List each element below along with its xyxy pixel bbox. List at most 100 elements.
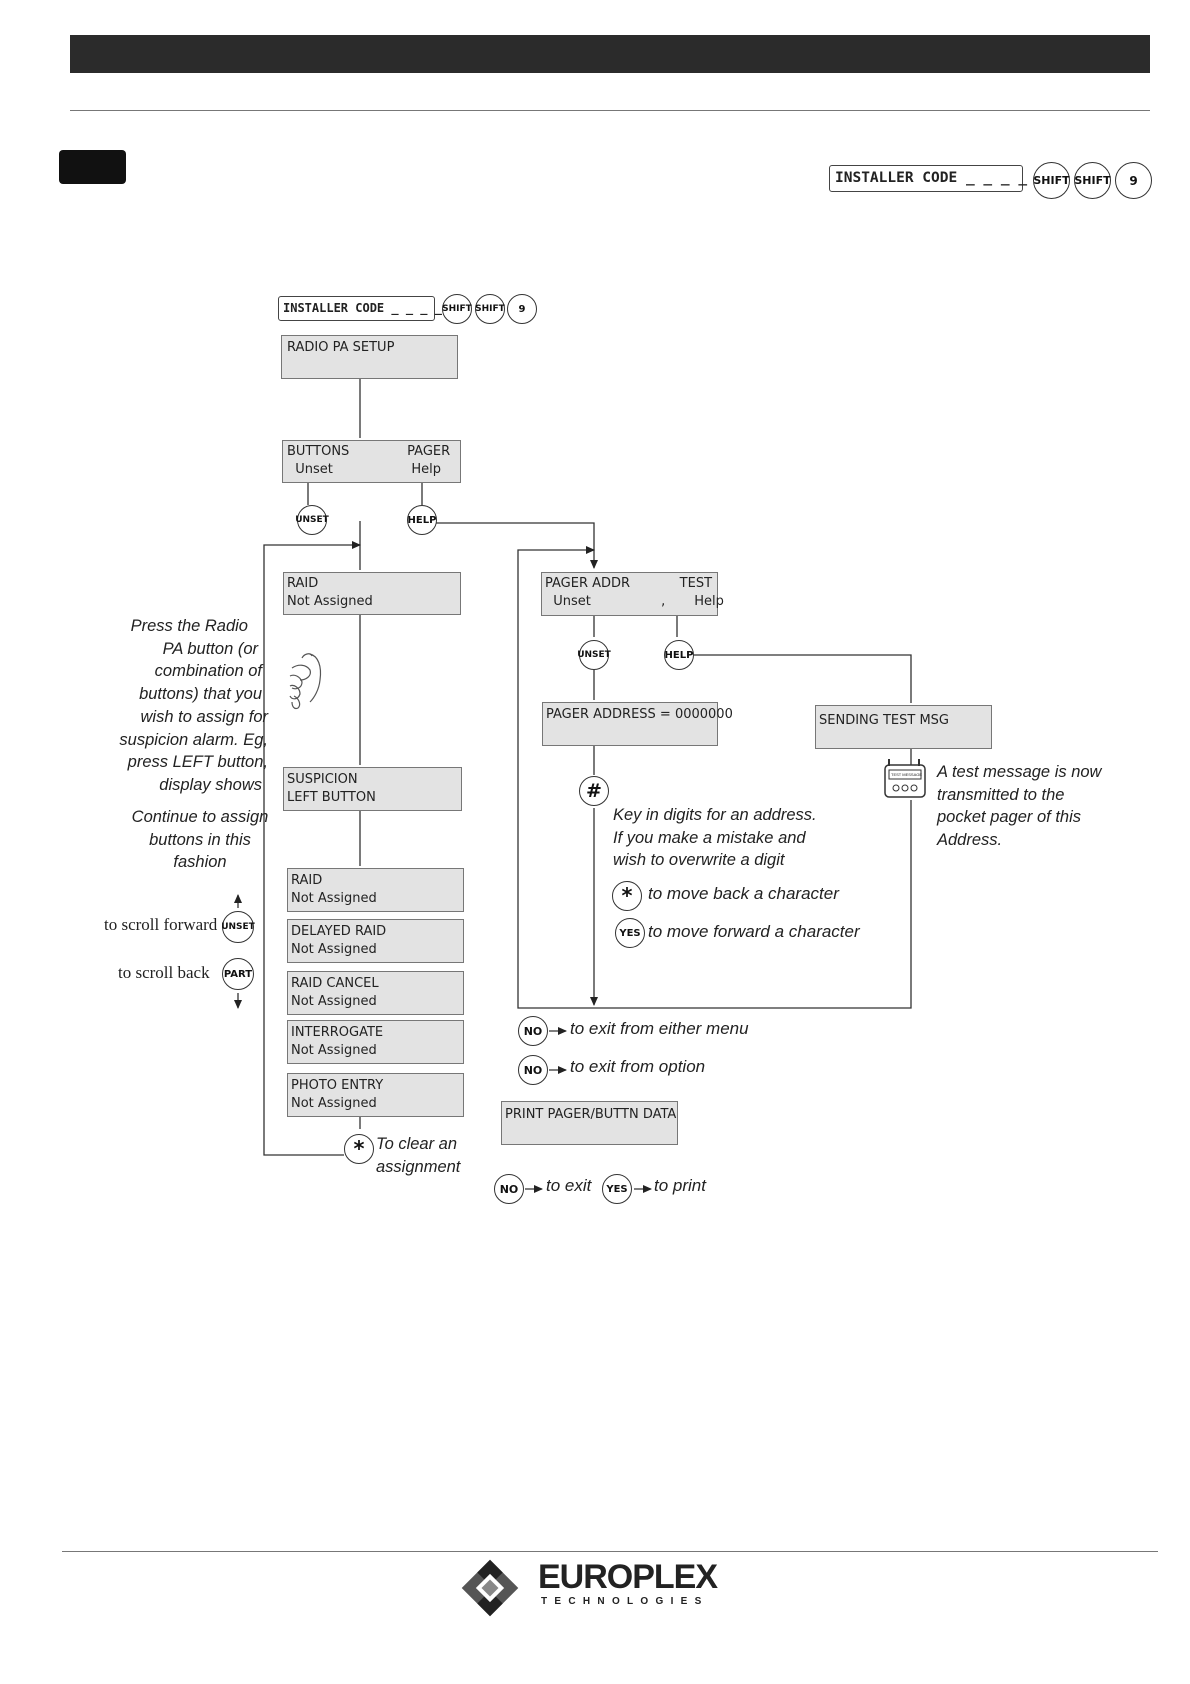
note-line: buttons) that you [139,685,262,704]
part-key: PART [222,958,254,990]
header-bar [70,35,1150,73]
unset-key: UNSET [221,911,255,943]
print-label: to print [654,1176,706,1195]
display-line-1: SENDING TEST MSG [819,713,949,728]
note-line: Key in digits for an address. [613,806,817,824]
display-line-1: RAID [287,576,319,591]
move-back-label: to move back a character [648,884,839,903]
no-key: NO [494,1174,524,1204]
display-line-1: PHOTO ENTRY [291,1078,384,1093]
star-key: * [344,1134,374,1164]
display-raid-cancel: RAID CANCEL Not Assigned [287,971,464,1015]
brand-name: EUROPLEX [538,1558,718,1596]
display-line-2: Not Assigned [291,891,377,906]
exit-either-menu-label: to exit from either menu [570,1019,749,1038]
note-line: display shows [159,775,262,794]
display-line-1: RAID CANCEL [291,976,379,991]
yes-key: YES [615,918,645,948]
note-line: Address. [937,831,1003,850]
display-pager-addr-test: PAGER ADDR TEST Unset , Help [541,572,724,616]
display-line-1: PRINT PAGER/BUTTN DATA [505,1107,677,1122]
note-line: suspicion alarm. Eg, [119,730,268,749]
nine-key: 9 [1115,162,1152,199]
display-line-2: LEFT BUTTON [287,790,376,805]
note-line: combination of [154,662,262,681]
yes-key: YES [602,1174,632,1204]
display-buttons-pager: BUTTONS PAGER Unset Help [282,440,461,483]
note-line: wish to assign for [140,707,268,726]
note-line: Continue to assign [131,808,269,826]
clear-assignment-note: To clear an assignment [376,1133,496,1178]
shift-key: SHIFT [1074,162,1111,199]
pager-icon: TEST MESSAGE [884,757,928,804]
display-line-1: DELAYED RAID [291,924,387,939]
header-rule [70,110,1150,111]
display-line-2: Not Assigned [287,594,373,609]
help-key: HELP [407,505,437,535]
continue-assign-note: Continue to assign buttons in this fashi… [120,806,280,874]
note-line: PA button (or [162,639,258,658]
europlex-logo-icon [460,1558,520,1618]
footer-rule [62,1551,1158,1552]
note-line: To clear an [376,1135,458,1153]
note-line: If you make a mistake and [613,828,806,847]
display-delayed-raid: DELAYED RAID Not Assigned [287,919,464,963]
no-key: NO [518,1055,548,1085]
hand-press-icon [289,653,322,710]
test-message-note: A test message is now transmitted to the… [937,761,1137,852]
exit-option-label: to exit from option [570,1057,706,1076]
display-line-1: RAID [291,873,323,888]
scroll-back-label: to scroll back [118,963,210,982]
display-raid: RAID Not Assigned [283,572,461,615]
display-suspicion: SUSPICION LEFT BUTTON [283,767,462,811]
display-line-2: Unset Help [287,462,442,477]
note-line: pocket pager of this [937,808,1082,827]
display-line-1: INTERROGATE [291,1025,384,1040]
note-line: fashion [173,853,227,872]
help-key: HELP [664,640,694,670]
display-print-pager: PRINT PAGER/BUTTN DATA [501,1101,678,1145]
brand-tagline: TECHNOLOGIES [541,1596,709,1607]
display-interrogate: INTERROGATE Not Assigned [287,1020,464,1064]
shift-key: SHIFT [442,294,472,324]
section-tab [59,150,126,184]
display-line-2: Not Assigned [291,1096,377,1111]
display-line-1: SUSPICION [287,772,358,787]
installer-code-box: INSTALLER CODE _ _ _ _ _ _ [829,165,1062,192]
shift-key: SHIFT [475,294,505,324]
note-line: Press the Radio [130,617,248,635]
note-line: assignment [376,1157,461,1176]
display-raid: RAID Not Assigned [287,868,464,912]
display-line-1: RADIO PA SETUP [287,340,395,355]
display-line-2: Not Assigned [291,994,377,1009]
display-radio-pa-setup: RADIO PA SETUP [281,335,458,379]
note-line: buttons in this [149,830,251,849]
display-line-2: Not Assigned [291,1043,377,1058]
display-line-2: Not Assigned [291,942,377,957]
display-sending-test: SENDING TEST MSG [815,705,992,749]
shift-key: SHIFT [1033,162,1070,199]
display-line-2: Unset , Help [545,594,724,609]
note-line: wish to overwrite a digit [613,851,785,870]
installer-code-box: INSTALLER CODE _ _ _ _ _ _ [278,296,471,321]
note-line: A test message is now [937,763,1102,781]
display-pager-address: PAGER ADDRESS = 0000000 [542,702,733,746]
key-in-digits-note: Key in digits for an address. If you mak… [613,804,873,872]
display-photo-entry: PHOTO ENTRY Not Assigned [287,1073,464,1117]
scroll-forward-label: to scroll forward [104,915,218,934]
unset-key: UNSET [577,640,611,670]
note-line: transmitted to the [937,785,1065,804]
display-line-1: PAGER ADDR TEST [545,576,713,591]
display-line-1: PAGER ADDRESS = 0000000 [546,707,733,722]
press-radio-note: Press the Radio PA button (or combinatio… [110,615,268,797]
move-forward-label: to move forward a character [648,922,860,941]
pager-screen-text: TEST MESSAGE [891,772,923,777]
unset-key: UNSET [295,505,329,535]
display-line-1: BUTTONS PAGER [287,444,451,459]
exit-label: to exit [546,1176,592,1195]
star-key: * [612,881,642,911]
nine-key: 9 [507,294,537,324]
note-line: press LEFT button, [127,753,268,772]
no-key: NO [518,1016,548,1046]
hash-key: # [579,776,609,806]
